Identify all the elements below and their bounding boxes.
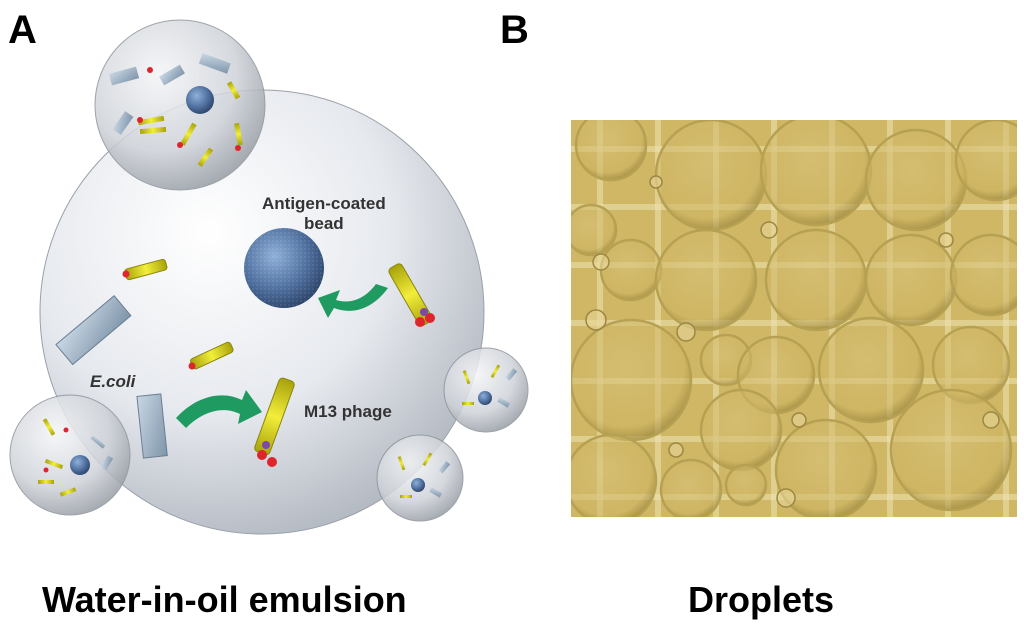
small-droplet-left (10, 395, 130, 515)
antigen-bead-label: Antigen-coated bead (262, 194, 386, 235)
droplet-micrograph (571, 120, 1017, 517)
small-droplet-top (95, 20, 265, 190)
small-droplet-bottom-right (377, 435, 463, 521)
phage-label: M13 phage (304, 402, 392, 422)
panel-b-caption: Droplets (688, 582, 834, 618)
small-droplet-right (444, 348, 528, 432)
panel-a-caption: Water-in-oil emulsion (42, 582, 407, 618)
ecoli-label: E.coli (90, 372, 135, 392)
antigen-bead (244, 228, 324, 308)
emulsion-diagram (0, 0, 560, 560)
